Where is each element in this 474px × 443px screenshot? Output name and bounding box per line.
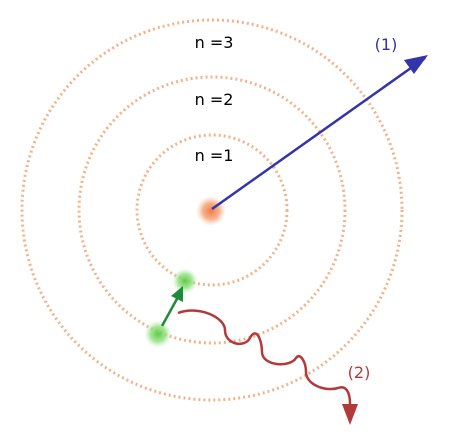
transition-arrow-head (171, 286, 183, 302)
photon-arrow-head (342, 404, 358, 425)
emitted-arrow-head (404, 55, 428, 74)
photon-wave (177, 309, 352, 405)
electron-n3-dot-icon (144, 320, 172, 348)
transition-arrow (160, 296, 180, 327)
orbit-n1 (135, 133, 289, 287)
orbit-label-n2: n =2 (195, 90, 234, 109)
electron-n2-dot-icon (172, 268, 198, 294)
orbit-label-n1: n =1 (195, 146, 234, 165)
orbit-n3 (20, 18, 404, 402)
orbit-n2 (77, 75, 347, 345)
photon-arrow-label: (2) (348, 363, 371, 382)
orbit-label-n3: n =3 (195, 33, 234, 52)
emitted-arrow (211, 56, 426, 211)
nucleus-dot-icon (196, 196, 226, 226)
emitted-arrow-label: (1) (375, 35, 398, 54)
